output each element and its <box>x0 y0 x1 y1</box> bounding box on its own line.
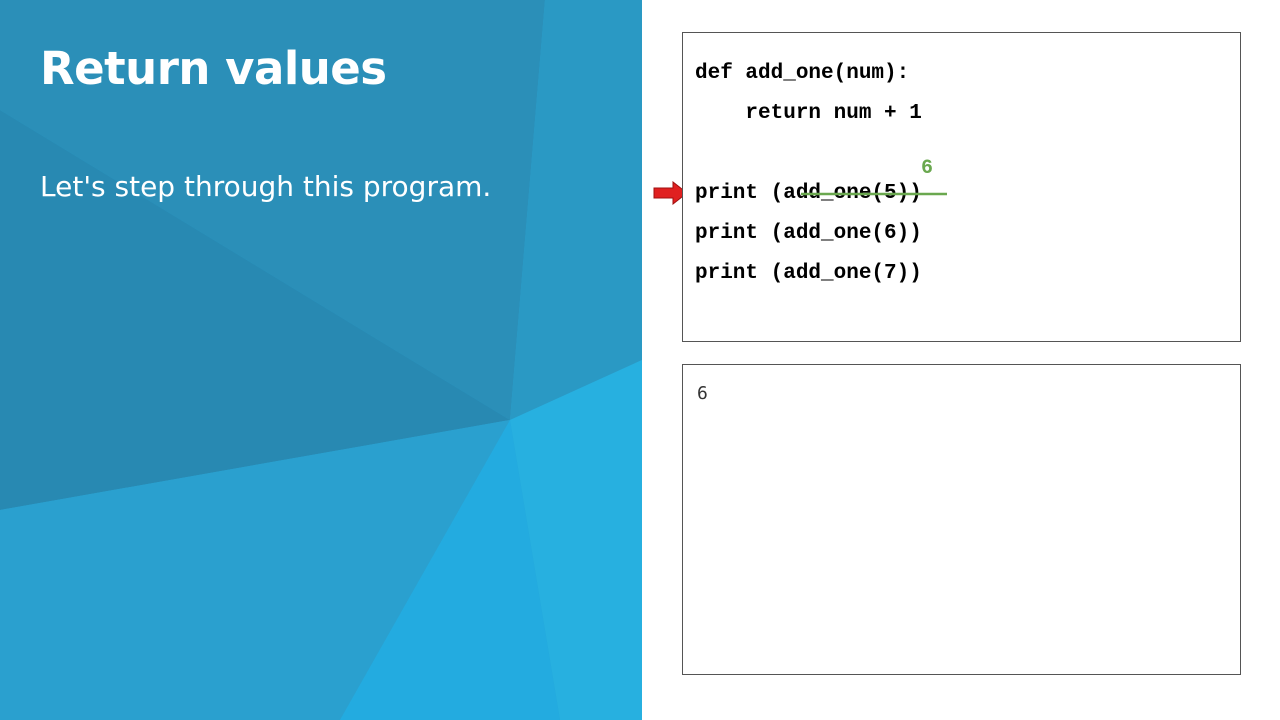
background-shapes <box>0 0 642 720</box>
current-line-arrow-icon <box>653 181 688 205</box>
output-panel: 6 <box>682 364 1241 675</box>
strikethrough-line <box>801 192 947 196</box>
code-panel: def add_one(num): return num + 1 print (… <box>682 32 1241 342</box>
slide-title: Return values <box>40 42 387 95</box>
code-line-print-2: print (add_one(6)) <box>695 222 922 245</box>
code-line-def: def add_one(num): <box>695 62 910 85</box>
return-value-annotation: 6 <box>921 157 934 180</box>
slide-subtitle: Let's step through this program. <box>40 170 492 203</box>
code-line-print-3: print (add_one(7)) <box>695 262 922 285</box>
code-line-return: return num + 1 <box>695 102 922 125</box>
output-text: 6 <box>697 383 708 404</box>
left-panel: Return values Let's step through this pr… <box>0 0 642 720</box>
